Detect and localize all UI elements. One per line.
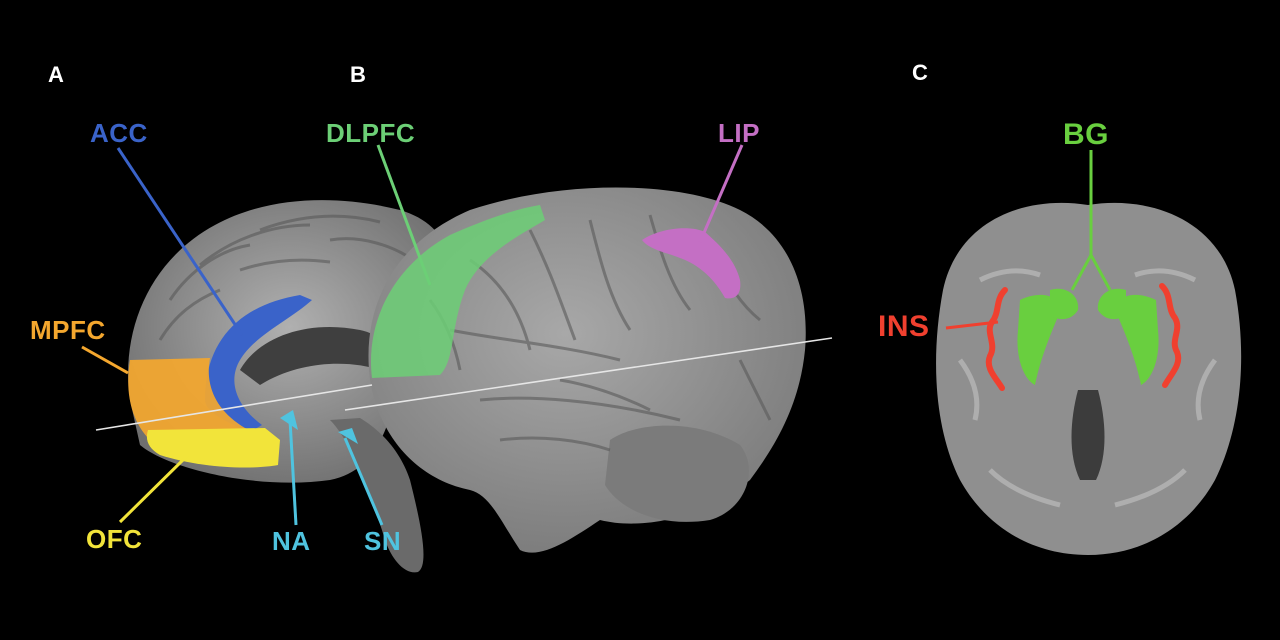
acc-label: ACC xyxy=(90,118,148,148)
na-label: NA xyxy=(272,526,311,556)
panel-c-letter: C xyxy=(912,60,928,85)
axial-texture xyxy=(957,268,1218,508)
ins-left xyxy=(985,287,1008,391)
acc-leader xyxy=(116,147,244,336)
slice-line-a xyxy=(95,384,373,431)
ins-right xyxy=(1159,283,1182,388)
dlpfc-leader xyxy=(376,144,432,286)
ofc-leader xyxy=(118,453,190,524)
axial-brain-c xyxy=(936,202,1242,555)
mpfc-label: MPFC xyxy=(30,315,106,345)
sn-label: SN xyxy=(364,526,402,556)
ofc-label: OFC xyxy=(86,524,143,554)
acc-region xyxy=(205,295,312,432)
ofc-region xyxy=(146,428,280,468)
dlpfc-region xyxy=(370,205,545,378)
panel-a-letter: A xyxy=(48,62,64,87)
ins-label: INS xyxy=(878,310,930,343)
panel-b-letter: B xyxy=(350,62,366,87)
bg-label: BG xyxy=(1063,118,1109,151)
bg-right-putamen xyxy=(1115,294,1159,385)
lip-leader xyxy=(698,144,744,243)
ins-leader xyxy=(945,320,999,330)
na-leader xyxy=(288,419,298,526)
sn-region xyxy=(338,428,358,444)
lip-label: LIP xyxy=(718,118,760,148)
bg-left-putamen xyxy=(1017,294,1061,385)
sn-leader xyxy=(343,437,384,526)
bg-right-caudate xyxy=(1097,288,1126,320)
lateral-brain-b xyxy=(338,187,806,553)
slice-line-b xyxy=(344,337,833,411)
dlpfc-label: DLPFC xyxy=(326,118,416,148)
na-region xyxy=(280,410,298,430)
bg-leader xyxy=(1070,150,1112,291)
bg-left-caudate xyxy=(1050,288,1079,320)
lip-region xyxy=(642,228,741,299)
mpfc-leader xyxy=(81,345,129,375)
